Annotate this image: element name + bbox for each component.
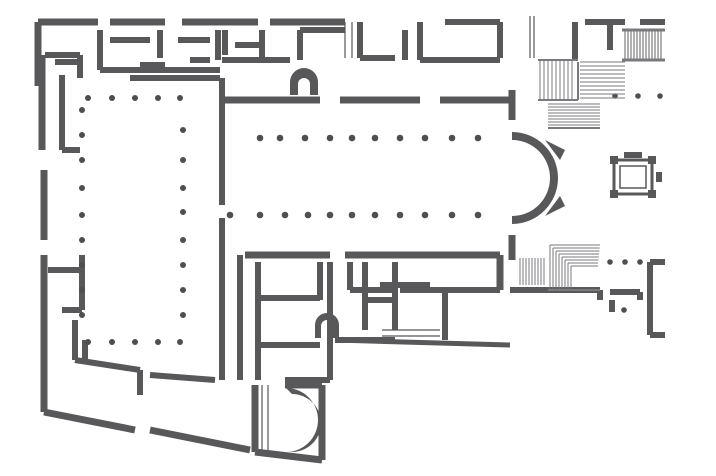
column-hall-north	[448, 134, 456, 142]
column-hall-south	[304, 211, 312, 219]
wall-south-arc-room	[251, 381, 326, 464]
threshold-south	[382, 329, 440, 337]
column-peristyle-south	[132, 339, 138, 345]
threshold-group	[261, 16, 535, 452]
column-peristyle-east	[180, 237, 186, 243]
apse-east-outer-wedges	[545, 140, 565, 216]
column-peristyle-west	[79, 107, 85, 113]
column-hall-south	[281, 211, 289, 219]
column-hall-south	[396, 211, 404, 219]
column-east-portico-south	[622, 259, 628, 265]
wall-south-long	[334, 337, 511, 348]
aedicule-inner	[619, 165, 647, 189]
column-peristyle-north	[109, 95, 115, 101]
column-hall-north	[276, 134, 284, 142]
wall-group	[34, 18, 665, 464]
wall-northwest-rooms	[45, 30, 265, 78]
column-peristyle-south	[155, 339, 161, 345]
aedicule-corner-nw	[610, 156, 618, 164]
column-peristyle-west	[79, 312, 85, 318]
aedicule-corner-ne	[648, 156, 656, 164]
threshold-northeast	[529, 16, 535, 58]
column-peristyle-south	[177, 339, 183, 345]
column-peristyle-east	[180, 209, 186, 215]
aedicule-outer	[612, 158, 654, 196]
threshold-north	[344, 22, 353, 58]
column-peristyle-east	[180, 157, 186, 163]
wall-hall-bottom	[245, 251, 504, 290]
stairs-group	[519, 28, 665, 291]
apse-south-room	[286, 388, 321, 452]
column-hall-north	[371, 134, 379, 142]
column-hall-north	[421, 134, 429, 142]
wall-outer-northwest	[34, 18, 345, 86]
column-peristyle-east	[180, 287, 186, 293]
column-hall-north	[474, 134, 482, 142]
column-east-portico-south	[637, 259, 643, 265]
column-peristyle-west	[79, 237, 85, 243]
column-peristyle-west	[79, 287, 85, 293]
column-peristyle-south	[85, 339, 91, 345]
column-hall-south	[226, 211, 234, 219]
wall-east-lower	[510, 259, 665, 338]
column-peristyle-west	[79, 212, 85, 218]
column-group	[79, 93, 663, 345]
aedicule-right-block	[656, 172, 662, 182]
column-peristyle-west	[79, 262, 85, 268]
column-hall-south	[474, 211, 482, 219]
column-peristyle-east	[180, 127, 186, 133]
aedicule-corner-sw	[610, 190, 618, 198]
threshold-south-room	[261, 385, 269, 452]
column-east-portico-north	[657, 93, 663, 99]
column-hall-north	[301, 134, 309, 142]
column-peristyle-north	[177, 95, 183, 101]
column-hall-south	[448, 211, 456, 219]
column-peristyle-west	[79, 132, 85, 138]
wall-outer-west	[38, 55, 251, 454]
apse-south-small	[315, 313, 339, 338]
column-hall-south	[348, 211, 356, 219]
column-hall-north	[396, 134, 404, 142]
wall-central-north-south	[219, 78, 243, 380]
apse-north-niche	[290, 68, 318, 95]
column-peristyle-west	[79, 157, 85, 163]
column-peristyle-east	[180, 262, 186, 268]
east-aedicule	[610, 152, 662, 198]
column-peristyle-east	[180, 312, 186, 318]
column-east-isolated	[621, 307, 627, 313]
column-hall-north	[348, 134, 356, 142]
column-peristyle-north	[155, 95, 161, 101]
apse-east-large	[512, 132, 558, 224]
aedicule-top-block	[624, 152, 642, 158]
column-east-portico-north	[612, 93, 618, 99]
column-hall-south	[421, 211, 429, 219]
column-peristyle-south	[109, 339, 115, 345]
wall-south-rooms	[255, 262, 500, 383]
column-hall-south	[256, 211, 264, 219]
wall-north-top-right	[445, 19, 665, 60]
aedicule-corner-se	[648, 190, 656, 198]
column-hall-north	[256, 134, 264, 142]
column-hall-south	[371, 211, 379, 219]
column-east-portico-south	[607, 259, 613, 265]
wall-north-long	[100, 22, 500, 81]
column-hall-north	[326, 134, 334, 142]
wall-west-rooms	[48, 59, 216, 395]
column-peristyle-east	[180, 185, 186, 191]
column-peristyle-north	[132, 95, 138, 101]
column-peristyle-west	[79, 185, 85, 191]
column-east-portico-north	[635, 93, 641, 99]
column-peristyle-north	[85, 95, 91, 101]
column-hall-south	[326, 211, 334, 219]
apse-group	[286, 68, 565, 452]
